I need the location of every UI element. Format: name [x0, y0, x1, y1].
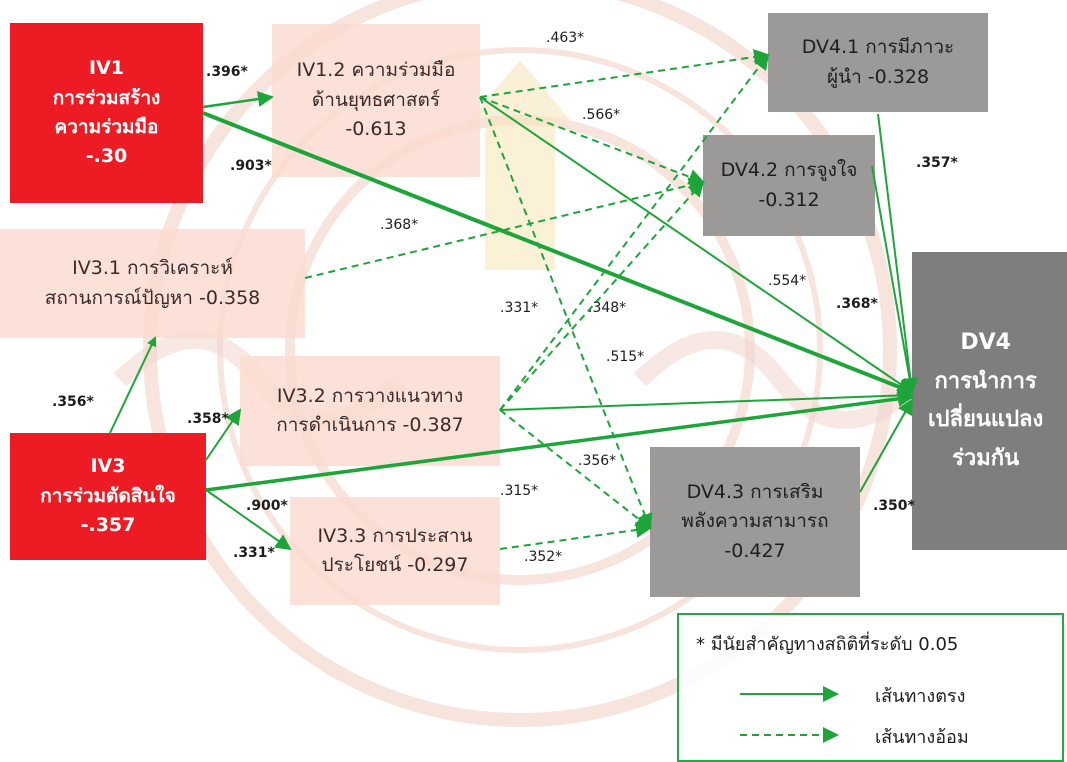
legend-note: * มีนัยสำคัญทางสถิติที่ระดับ 0.05 [696, 634, 959, 655]
node-text-line: การร่วมสร้าง [52, 86, 161, 109]
coef-label: .350* [873, 498, 915, 514]
node-text-line: -.30 [85, 145, 128, 168]
coef-label: .315* [500, 483, 539, 499]
coef-label: .348* [588, 300, 627, 316]
coef-label: .396* [206, 64, 248, 80]
coef-label: .515* [606, 349, 645, 365]
node-iv3_1: IV3.1 การวิเคราะห์สถานการณ์ปัญหา -0.358 [0, 229, 305, 338]
node-dv4_1: DV4.1 การมีภาวะผู้นำ -0.328 [768, 13, 988, 112]
legend-keys [740, 686, 839, 743]
coef-label: .352* [524, 549, 563, 565]
node-text-line: -0.427 [724, 539, 786, 562]
node-text-line: DV4.1 การมีภาวะ [801, 36, 955, 59]
node-text-line: สถานการณ์ปัญหา -0.358 [44, 286, 261, 309]
legend-direct-label: เส้นทางตรง [875, 686, 966, 707]
coef-label: .900* [246, 498, 288, 514]
node-iv3_2: IV3.2 การวางแนวทางการดำเนินการ -0.387 [240, 356, 500, 466]
node-text-line: IV1 [89, 57, 124, 80]
node-text-line: IV3.2 การวางแนวทาง [276, 384, 464, 407]
node-text-line: ประโยชน์ -0.297 [321, 554, 469, 576]
node-text-line: -0.613 [345, 118, 407, 141]
node-text-line: การดำเนินการ -0.387 [276, 414, 464, 436]
coef-label: .554* [768, 273, 807, 289]
node-text-line: IV1.2 ความร่วมมือ [296, 59, 456, 82]
coef-label: .358* [187, 411, 229, 427]
node-iv3: IV3 การร่วมตัดสินใจ -.357 [10, 433, 206, 560]
coef-label: .356* [578, 453, 617, 469]
node-iv1_2: IV1.2 ความร่วมมือด้านยุทธศาสตร์ -0.613 [272, 24, 480, 177]
coef-label: .566* [582, 107, 621, 123]
coef-label: .368* [380, 217, 419, 233]
coef-label: .331* [500, 300, 539, 316]
node-text-line: เปลี่ยนแปลง [928, 407, 1044, 432]
node-iv1: IV1 การร่วมสร้างความร่วมมือ -.30 [10, 23, 203, 203]
node-dv4_3: DV4.3 การเสริมพลังความสามารถ -0.427 [650, 447, 860, 597]
node-dv4_2: DV4.2 การจูงใจ -0.312 [703, 135, 875, 236]
node-text-line: DV4.3 การเสริม [686, 480, 824, 503]
node-text-line: การนำการ [934, 368, 1037, 394]
legend-indirect-label: เส้นทางอ้อม [875, 727, 969, 748]
node-text-line: -.357 [80, 514, 136, 537]
node-text-line: ผู้นำ -0.328 [826, 65, 930, 88]
coef-label: .331* [233, 545, 275, 561]
node-text-line: การร่วมตัดสินใจ [40, 484, 176, 507]
node-text-line: IV3.3 การประสาน [317, 524, 473, 547]
node-text-line: IV3 [90, 455, 126, 478]
node-dv4: DV4 การนำการเปลี่ยนแปลงร่วมกัน [912, 252, 1067, 550]
coef-label: .903* [230, 158, 272, 174]
node-text-line: DV4 [960, 330, 1011, 355]
node-text-line: IV3.1 การวิเคราะห์ [72, 257, 233, 280]
node-text-line: พลังความสามารถ [681, 510, 829, 533]
coef-label: .357* [916, 155, 958, 171]
coef-label: .356* [52, 394, 94, 410]
node-iv3_3: IV3.3 การประสานประโยชน์ -0.297 [290, 497, 500, 605]
coef-label: .463* [546, 30, 585, 46]
node-text-line: ร่วมกัน [952, 445, 1020, 471]
node-text-line: ด้านยุทธศาสตร์ [311, 88, 441, 111]
node-text-line: -0.312 [758, 188, 820, 211]
node-text-line: ความร่วมมือ [54, 116, 159, 138]
coef-label: .368* [836, 296, 878, 312]
node-text-line: DV4.2 การจูงใจ [720, 159, 858, 182]
legend: * มีนัยสำคัญทางสถิติที่ระดับ 0.05 เส้นทา… [677, 613, 1064, 762]
